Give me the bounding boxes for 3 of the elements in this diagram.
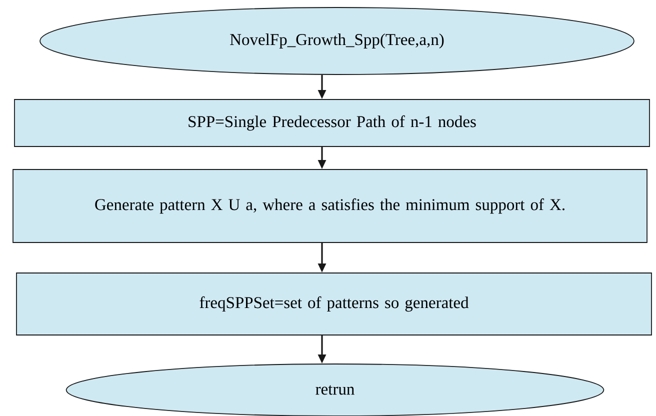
process-box: freqSPPSet=set of patterns so generated <box>16 272 652 336</box>
process-box: Generate pattern X U a, where a satisfies the minimum support of X. <box>12 169 648 243</box>
process-box: SPP=Single Predecessor Path of n-1 nodes <box>14 99 650 147</box>
